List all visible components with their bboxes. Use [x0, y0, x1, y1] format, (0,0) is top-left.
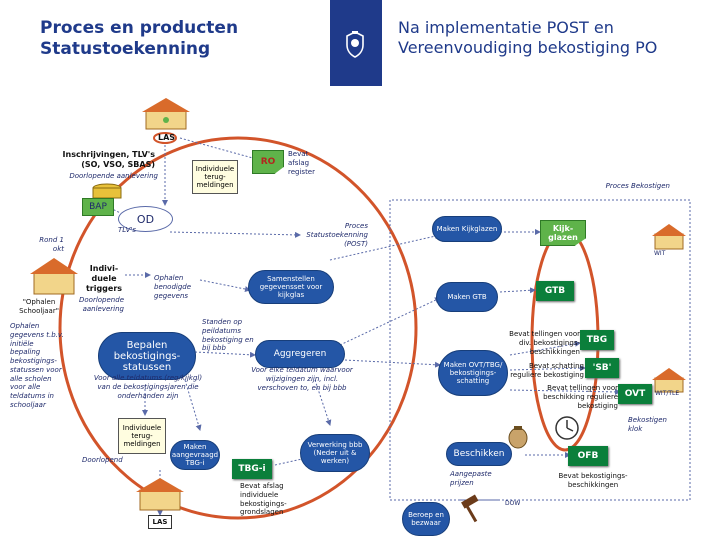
- clock-icon: [555, 416, 579, 440]
- individuele-terugmeldingen-bottom-note: Individuele terug-meldingen: [118, 418, 166, 454]
- connector-maken-gtb-gtb: [499, 287, 536, 294]
- left-page-title: Proces en producten Statustoekenning: [40, 18, 238, 61]
- school-house-icon-right: [652, 224, 686, 250]
- left-title-line-2: Statustoekenning: [40, 39, 211, 60]
- gtb-badge: GTB: [536, 281, 574, 301]
- school-house-icon-bottom: [136, 478, 184, 511]
- bekostigen-klok-label: Bekostigen klok: [628, 416, 667, 433]
- connector-proces-bekostigen-frame: [389, 199, 691, 501]
- maken-gtb-box: Maken GTB: [436, 282, 498, 312]
- ovt-badge: OVT: [618, 384, 652, 404]
- connector-las-to-ro: [179, 137, 261, 162]
- connector-bepalen-tbgi: [184, 379, 202, 431]
- school-house-icon-mid: [30, 258, 78, 295]
- beschikken-box: Beschikken: [446, 442, 512, 466]
- kijkglazen-document: Kijk-glazen: [540, 220, 586, 246]
- doorlopende-aanlevering-mid: Doorlopende aanlevering: [79, 296, 124, 313]
- rijksoverheid-crest-icon: [346, 31, 364, 58]
- money-bag-icon: [508, 426, 528, 449]
- right-page-title: Na implementatie POST en Vereenvoudiging…: [398, 18, 657, 58]
- right-title-line-1: Na implementatie POST en: [398, 18, 614, 37]
- database-icon: [92, 183, 122, 199]
- connector-samenstellen-kijkglazen: [329, 233, 441, 261]
- red-oval-las-top: [153, 132, 177, 144]
- proces-bekostigen-label: Proces Bekostigen: [605, 182, 670, 190]
- beroep-en-bezwaar-box: Beroep en bezwaar: [402, 502, 450, 536]
- school-house-icon-top: [142, 98, 190, 130]
- ophalen-gegevens-initieel-label: Ophalen gegevens t.b.v. initiële bepalin…: [10, 322, 64, 409]
- aggregeren-sub-label: Voor elke teldatum waarvoor wijzigingen …: [251, 366, 353, 392]
- verwerking-bbb-box: Verwerking bbb (Neder uit & werken): [300, 434, 370, 472]
- connector-aggregeren-maken-ovt: [344, 359, 441, 368]
- wit-tle-label: WIT/TLE: [655, 390, 680, 397]
- bepalen-bekostigingsstatussen-box: Bepalen bekostigings-statussen: [98, 332, 196, 380]
- maken-ovt-box: Maken OVT/TBG/ bekostigings-schatting: [438, 350, 508, 396]
- red-oval-statustoekenning: [58, 136, 418, 520]
- las-top-label: LAS: [158, 133, 176, 142]
- proces-statustoekenning-label: Proces Statustoekenning (POST): [306, 222, 368, 248]
- individuele-terugmeldingen-top-note: Individuele terug-meldingen: [192, 160, 238, 194]
- individuele-triggers-label: Indivi-duele triggers: [85, 264, 123, 293]
- aggregeren-box: Aggregeren: [255, 340, 345, 368]
- ophalen-benodigde-gegevens-label: Ophalen benodigde gegevens: [154, 274, 192, 300]
- samenstellen-gegevensset-box: Samenstellen gegevensset voor kijkglas: [248, 270, 334, 304]
- bevat-bekostigings-beschikkingen-label: Bevat bekostigings-beschikkingen: [558, 472, 628, 489]
- ophalen-schooljaar-label: "Ophalen Schooljaar": [19, 298, 59, 315]
- rond-1-okt-label: Rond 1 okt: [39, 236, 64, 253]
- ofb-badge: OFB: [568, 446, 608, 466]
- wit-label: WIT: [654, 250, 666, 257]
- sb-badge: 'SB': [585, 358, 619, 378]
- standen-op-peildatums-label: Standen op peildatums bekostiging en bij…: [202, 318, 254, 353]
- aangepaste-prijzen-label: Aangepaste prijzen: [450, 470, 492, 487]
- bevat-afslag-individuele-label: Bevat afslag individuele bekostigings-gr…: [240, 482, 287, 517]
- ro-document: RO: [252, 150, 284, 174]
- school-house-icon-right-mid: [652, 368, 686, 393]
- gavel-icon: [461, 494, 479, 523]
- las-bottom-box: LAS: [148, 515, 172, 529]
- right-title-line-2: Vereenvoudiging bekostiging PO: [398, 38, 658, 57]
- tbgi-badge: TBG-i: [232, 459, 272, 479]
- tlvs-label: TLV's: [118, 226, 137, 234]
- bevat-schatting-label: Bevat schatting reguliere bekostiging: [510, 362, 584, 379]
- maken-aangevraagd-tbgi-box: Maken aangevraagd TBG-i: [170, 440, 220, 470]
- bevat-tellingen-beschikking-label: Bevat tellingen voor beschikking regulie…: [543, 384, 618, 410]
- connector-ophalen-samenstellen: [199, 279, 251, 292]
- maken-kijkglazen-box: Maken Kijkglazen: [432, 216, 502, 242]
- od-cloud: OD: [118, 206, 173, 232]
- dow-label: DOW: [505, 500, 521, 507]
- bevat-afslag-register: Bevat afslag register: [288, 150, 315, 176]
- left-title-line-1: Proces en producten: [40, 18, 239, 38]
- bap-box: BAP: [82, 198, 114, 216]
- inschrijvingen-label: Inschrijvingen, TLV's (SO, VSO, SBAS): [62, 150, 155, 169]
- doorlopend-label: Doorlopend: [82, 456, 123, 464]
- tbg-badge: TBG: [580, 330, 614, 350]
- bevat-tellingen-div-label: Bevat tellingen voor div. bekostigings-b…: [509, 330, 580, 356]
- connector-od-statustoekenning: [169, 231, 301, 238]
- connector-ovt-sb: [509, 365, 586, 372]
- connector-aggregeren-maken-gtb: [339, 297, 441, 346]
- bepalen-sub-label: Voor alle teldatums (reg/kijkgl) van de …: [93, 374, 203, 400]
- doorlopende-aanlevering-top: Doorlopende aanlevering: [69, 172, 158, 180]
